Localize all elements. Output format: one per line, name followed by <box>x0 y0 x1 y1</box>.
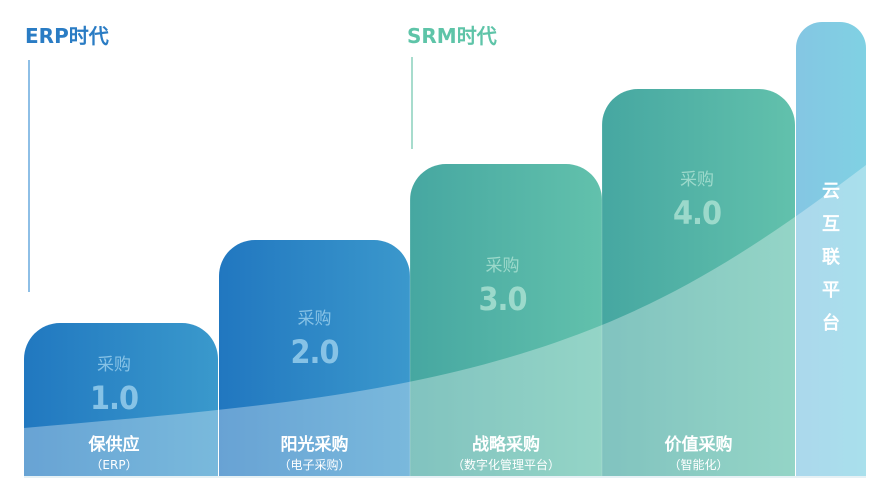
era-divider-srm <box>411 57 413 149</box>
stage-bar-2 <box>219 240 410 476</box>
era-divider-erp <box>28 60 30 292</box>
cloud-char-3: 联 <box>822 247 840 268</box>
stage-2-sub: 采购 <box>297 309 332 329</box>
stage-4-heading: 采购 4.0 <box>602 165 792 232</box>
stage-3-name: 战略采购 <box>472 435 540 455</box>
stage-3-heading: 采购 3.0 <box>410 251 595 318</box>
stage-bar-3 <box>410 164 602 476</box>
stage-3-version: 3.0 <box>478 280 528 318</box>
stage-1-desc: （ERP） <box>90 458 138 472</box>
cloud-platform-bar <box>796 22 866 476</box>
stage-4-label: 价值采购 （智能化） <box>602 430 795 473</box>
stage-3-label: 战略采购 （数字化管理平台） <box>410 430 602 473</box>
stage-3-sub: 采购 <box>485 256 520 276</box>
stage-2-desc: （电子采购） <box>278 458 351 472</box>
stage-bar-1 <box>24 323 218 476</box>
stage-1-version: 1.0 <box>90 379 139 417</box>
cloud-char-2: 互 <box>822 214 840 235</box>
cloud-char-5: 台 <box>822 313 840 334</box>
stage-2-heading: 采购 2.0 <box>219 304 410 371</box>
era-title-erp: ERP时代 <box>25 24 109 48</box>
stage-4-sub: 采购 <box>680 170 714 190</box>
era-title-srm: SRM时代 <box>407 24 497 48</box>
baseline <box>24 476 866 478</box>
stage-1-name: 保供应 <box>88 435 140 455</box>
stage-2-label: 阳光采购 （电子采购） <box>219 430 410 473</box>
cloud-platform-label: 云 互 联 平 台 <box>796 175 866 340</box>
cloud-char-1: 云 <box>822 181 840 202</box>
cloud-char-4: 平 <box>822 280 840 301</box>
stage-2-version: 2.0 <box>290 333 340 371</box>
stage-1-sub: 采购 <box>97 355 131 375</box>
stage-4-version: 4.0 <box>673 194 722 232</box>
stage-3-desc: （数字化管理平台） <box>451 458 560 472</box>
stage-bar-4 <box>602 89 795 476</box>
stage-2-name: 阳光采购 <box>280 435 349 455</box>
stage-1-label: 保供应 （ERP） <box>24 430 204 473</box>
stage-4-name: 价值采购 <box>664 435 733 455</box>
stage-4-desc: （智能化） <box>668 458 729 472</box>
stage-1-heading: 采购 1.0 <box>24 350 204 417</box>
